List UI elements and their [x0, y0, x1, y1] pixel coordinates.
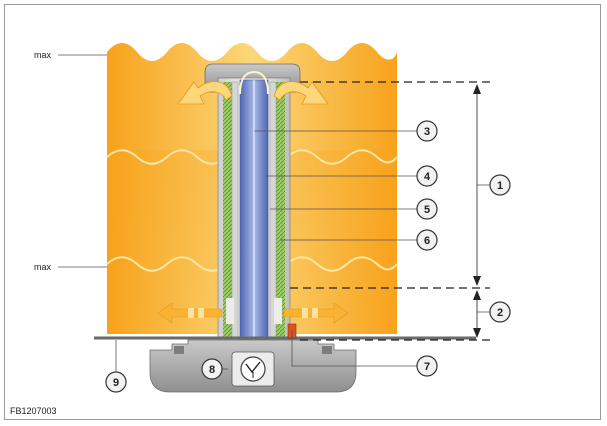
- callout-8: 8: [201, 358, 223, 380]
- leader-lines: [115, 130, 490, 382]
- callout-4: 4: [416, 165, 438, 187]
- svg-text:8: 8: [209, 364, 215, 376]
- svg-text:6: 6: [424, 235, 430, 247]
- electronics-module: [231, 351, 275, 387]
- max-level-bottom: max: [34, 262, 107, 272]
- callout-3: 3: [416, 120, 438, 142]
- max-label-top: max: [34, 50, 52, 60]
- max-label-bottom: max: [34, 262, 52, 272]
- max-level-top: max: [34, 50, 107, 60]
- svg-text:1: 1: [497, 180, 503, 192]
- svg-text:4: 4: [424, 171, 431, 183]
- callout-6: 6: [416, 229, 438, 251]
- callout-2: 2: [489, 301, 511, 323]
- callout-1: 1: [489, 174, 511, 196]
- sensor-outer-tube: [217, 77, 291, 343]
- figure-code: FB1207003: [10, 406, 57, 416]
- svg-text:7: 7: [424, 361, 430, 373]
- oil-flow-arrows-bottom: [157, 302, 349, 324]
- callout-9: 9: [105, 371, 127, 393]
- oil-flow-arrows-top: [177, 70, 329, 105]
- callout-5: 5: [416, 198, 438, 220]
- svg-text:3: 3: [424, 126, 430, 138]
- svg-text:2: 2: [497, 307, 503, 319]
- svg-text:5: 5: [424, 204, 430, 216]
- callout-7: 7: [416, 355, 438, 377]
- svg-text:9: 9: [113, 377, 119, 389]
